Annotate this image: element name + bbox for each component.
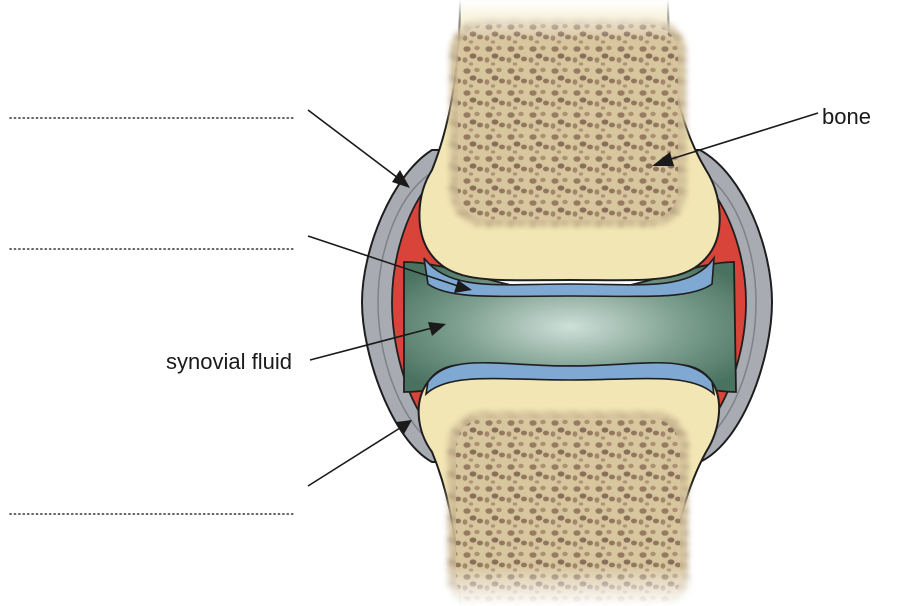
upper-bone <box>419 0 719 296</box>
lower-bone <box>419 363 719 606</box>
arrow-membrane <box>308 420 412 486</box>
arrow-capsule <box>308 110 410 188</box>
label-synovial-fluid: synovial fluid <box>166 349 292 374</box>
label-bone: bone <box>822 104 871 129</box>
